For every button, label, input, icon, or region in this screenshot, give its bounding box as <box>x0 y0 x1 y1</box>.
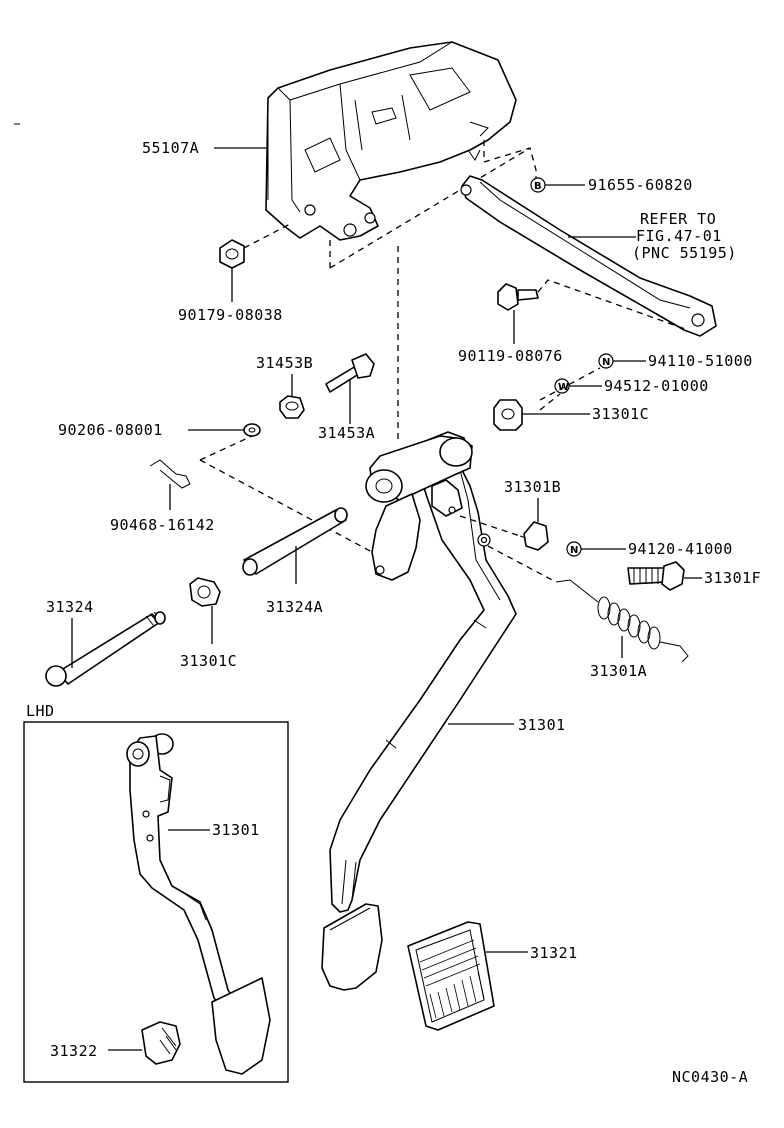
label-31324A: 31324A <box>266 598 323 616</box>
symbol-n-94120: N <box>566 541 582 557</box>
label-31301C-bottom: 31301C <box>180 652 237 670</box>
label-31321: 31321 <box>530 944 578 962</box>
inset-title-lhd: LHD <box>26 702 55 720</box>
label-90179-08038: 90179-08038 <box>178 306 283 324</box>
bushing-31301C-bottom <box>189 577 221 607</box>
symbol-w-94512: W <box>554 378 570 394</box>
dash-spring <box>487 545 557 583</box>
label-31301F: 31301F <box>704 569 761 587</box>
label-31453B: 31453B <box>256 354 313 372</box>
label-31301-lhd: 31301 <box>212 821 260 839</box>
nut-90179 <box>219 239 245 269</box>
spring-31301A <box>555 579 689 663</box>
arm-55195 <box>460 175 717 337</box>
stopper-31301B <box>519 521 549 551</box>
label-94512-01000: 94512-01000 <box>604 377 709 395</box>
label-94110-51000: 94110-51000 <box>648 352 753 370</box>
pedal-31301-lhd <box>126 733 271 1075</box>
svg-text:N: N <box>602 357 610 368</box>
dash-clip-washer <box>199 435 253 461</box>
refer-line-1: REFER TO <box>640 210 716 228</box>
label-31322: 31322 <box>50 1042 98 1060</box>
pin-31453A <box>325 353 375 393</box>
label-31301A: 31301A <box>590 662 647 680</box>
dash-bolt-arm <box>537 279 689 331</box>
refer-line-2: FIG.47-01 <box>636 227 722 245</box>
bracket-55107A <box>265 41 517 241</box>
collar-31324A <box>242 507 348 576</box>
stopper-31322 <box>141 1021 181 1065</box>
label-55107A: 55107A <box>142 139 199 157</box>
clip-90468 <box>149 459 191 489</box>
label-94120-41000: 94120-41000 <box>628 540 733 558</box>
label-90206-08001: 90206-08001 <box>58 421 163 439</box>
label-90119-08076: 90119-08076 <box>458 347 563 365</box>
bushing-31453B <box>279 395 305 419</box>
label-31324: 31324 <box>46 598 94 616</box>
dash-bracket-arm <box>329 140 537 269</box>
label-31301: 31301 <box>518 716 566 734</box>
bolt-31301F <box>627 561 685 591</box>
label-90468-16142: 90468-16142 <box>110 516 215 534</box>
diagram-code: NC0430-A <box>672 1068 748 1086</box>
symbol-n-94110: N <box>598 353 614 369</box>
washer-90206 <box>243 423 261 437</box>
pedal-pad-31321 <box>407 921 495 1031</box>
bolt-31324 <box>45 611 166 687</box>
dash-nut <box>243 223 291 249</box>
refer-line-3: (PNC 55195) <box>632 244 737 262</box>
bushing-31301C-top <box>493 399 523 431</box>
symbol-b: B <box>530 177 546 193</box>
inset-frame-lhd <box>23 721 289 1083</box>
label-31301C-top: 31301C <box>592 405 649 423</box>
pedal-31301 <box>321 431 517 991</box>
svg-text:N: N <box>570 545 578 556</box>
label-91655-60820: 91655-60820 <box>588 176 693 194</box>
svg-text:B: B <box>534 181 542 192</box>
bolt-90119 <box>497 283 539 311</box>
dash-nut-chain <box>539 367 601 411</box>
label-31453A: 31453A <box>318 424 375 442</box>
label-31301B: 31301B <box>504 478 561 496</box>
